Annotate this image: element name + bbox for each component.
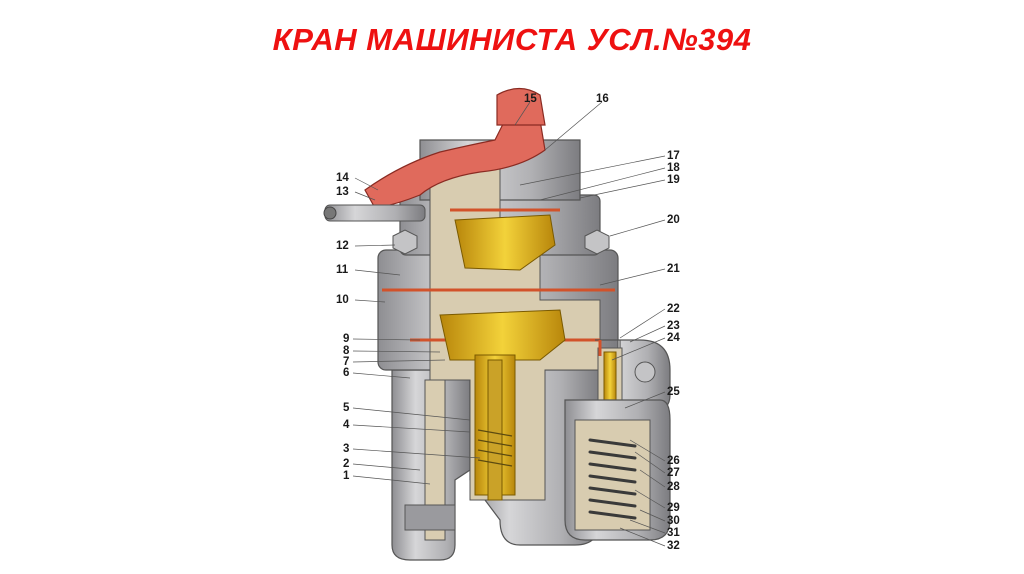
callout-23: 23: [667, 320, 680, 332]
callout-32: 32: [667, 540, 680, 552]
callout-31: 31: [667, 527, 680, 539]
side-valve: [564, 339, 671, 541]
callout-13: 13: [336, 186, 349, 198]
callout-16: 16: [596, 93, 609, 105]
callout-5: 5: [343, 402, 350, 414]
lower-body: [391, 369, 471, 561]
callout-10: 10: [336, 294, 349, 306]
callout-8: 8: [343, 345, 350, 357]
callout-26: 26: [667, 455, 680, 467]
callout-9: 9: [343, 333, 350, 345]
callout-25: 25: [667, 386, 680, 398]
callout-1: 1: [343, 470, 350, 482]
callout-3: 3: [343, 443, 350, 455]
callout-6: 6: [343, 367, 350, 379]
slide-title: КРАН МАШИНИСТА УСЛ.№394: [272, 22, 752, 57]
callout-30: 30: [667, 515, 680, 527]
callout-24: 24: [667, 332, 680, 344]
callout-27: 27: [667, 467, 680, 479]
callout-20: 20: [667, 214, 680, 226]
leader-lines: [352, 101, 666, 547]
callout-18: 18: [667, 162, 680, 174]
callout-14: 14: [336, 172, 349, 184]
callout-28: 28: [667, 481, 680, 493]
handle: [323, 87, 546, 222]
callout-17: 17: [667, 150, 680, 162]
callout-19: 19: [667, 174, 680, 186]
callout-29: 29: [667, 502, 680, 514]
callout-22: 22: [667, 303, 680, 315]
callout-2: 2: [343, 458, 350, 470]
callout-4: 4: [343, 419, 350, 431]
callout-15: 15: [524, 93, 537, 105]
callout-11: 11: [336, 264, 349, 276]
callout-21: 21: [667, 263, 680, 275]
callout-7: 7: [343, 356, 350, 368]
callout-12: 12: [336, 240, 349, 252]
